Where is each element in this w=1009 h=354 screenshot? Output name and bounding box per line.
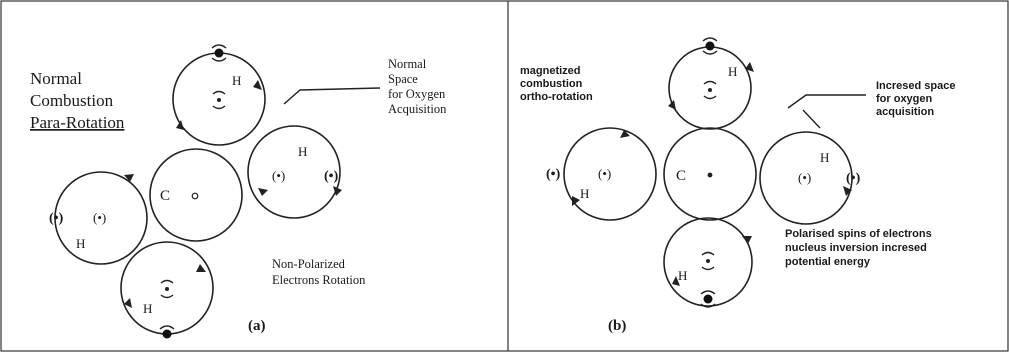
- panel-b: magnetized combustion ortho-rotation Inc…: [520, 37, 956, 334]
- panel-b-space-label-2: for oxygen: [876, 93, 933, 105]
- panel-a-title-line-2: Combustion: [30, 91, 114, 110]
- panel-a-arrow-6: [196, 264, 206, 272]
- panel-a-label: (a): [248, 318, 266, 334]
- svg-text:(•): (•): [272, 168, 285, 183]
- panel-a: Normal Combustion Para-Rotation Normal S…: [30, 44, 447, 339]
- panel-b-bottom-label-1: Polarised spins of electrons: [785, 228, 932, 240]
- panel-a-electron-right: (•): [324, 169, 339, 184]
- panel-a-electron-top: [211, 44, 227, 62]
- panel-b-bottom-label-2: nucleus inversion incresed: [785, 242, 927, 254]
- panel-a-hydrogen-label-bottom: H: [143, 301, 152, 316]
- panel-a-carbon-label: C: [160, 188, 170, 204]
- panel-b-leader-tick: [802, 109, 821, 129]
- panel-b-arrow-6: [742, 236, 752, 244]
- panel-b-title-line-3: ortho-rotation: [520, 91, 593, 103]
- panel-b-space-label-1: Incresed space: [876, 80, 956, 92]
- panel-b-hydrogen-label-right: H: [820, 150, 829, 165]
- panel-b-nucleus-top: [703, 80, 717, 100]
- panel-b-arrow-5: [620, 130, 630, 138]
- panel-a-arrow-1: [253, 80, 262, 90]
- panel-b-title-line-2: combustion: [520, 78, 583, 90]
- panel-b-leader-line: [787, 94, 866, 109]
- panel-b-bottom-label-3: potential energy: [785, 256, 871, 268]
- panel-a-bottom-label-1: Non-Polarized: [272, 257, 346, 271]
- svg-text:(•): (•): [93, 210, 106, 225]
- panel-a-arrow-3: [333, 186, 342, 196]
- panel-a-title-line-3: Para-Rotation: [30, 113, 125, 132]
- panel-a-space-label-4: Acquisition: [388, 102, 447, 116]
- panel-b-electron-top: [702, 37, 718, 55]
- panel-b-label: (b): [608, 318, 626, 334]
- panel-a-electron-left: (•): [49, 211, 64, 226]
- panel-b-electron-right: (•): [846, 171, 861, 186]
- panel-a-nucleus-right: (•): [272, 168, 285, 183]
- panel-b-hydrogen-orbit-bottom: [663, 217, 753, 307]
- panel-a-carbon-orbit: [149, 148, 243, 242]
- svg-text:(•): (•): [324, 169, 339, 184]
- panel-b-carbon-nucleus: [707, 172, 713, 178]
- panel-a-space-label-2: Space: [388, 72, 418, 86]
- panel-a-hydrogen-orbit-right: [247, 125, 341, 219]
- panel-a-space-label-1: Normal: [388, 57, 427, 71]
- panel-b-hydrogen-label-top: H: [728, 64, 737, 79]
- panel-b-arrow-1: [745, 62, 754, 72]
- panel-a-arrow-4: [258, 188, 268, 196]
- panel-b-nucleus-bottom: [701, 251, 715, 271]
- svg-text:(•): (•): [798, 170, 811, 185]
- panel-b-arrow-7: [672, 276, 680, 286]
- panel-b-hydrogen-orbit-left: [563, 127, 657, 221]
- svg-text:(•): (•): [846, 171, 861, 186]
- panel-b-electron-bottom: [700, 290, 716, 308]
- panel-b-arrow-4: [572, 196, 580, 206]
- panel-a-title-line-1: Normal: [30, 69, 82, 88]
- svg-text:(•): (•): [546, 167, 561, 182]
- panel-a-bottom-label-2: Electrons Rotation: [272, 273, 366, 287]
- panel-b-carbon-label: C: [676, 168, 686, 184]
- panel-a-arrow-5: [124, 174, 134, 182]
- panel-a-arrow-7: [124, 298, 132, 308]
- panel-b-arrow-2: [668, 100, 676, 110]
- panel-b-nucleus-left: (•): [598, 166, 611, 181]
- panel-b-arrow-3: [843, 186, 852, 196]
- panel-b-hydrogen-label-left: H: [580, 186, 589, 201]
- panel-a-electron-bottom: [159, 325, 175, 339]
- panel-a-hydrogen-label-left: H: [76, 236, 85, 251]
- panel-a-carbon-nucleus: [191, 192, 199, 200]
- panel-b-hydrogen-orbit-right: [759, 131, 853, 225]
- panel-a-hydrogen-orbit-left: [54, 171, 148, 265]
- panel-a-nucleus-top: [212, 90, 226, 110]
- panel-b-carbon-orbit: [663, 127, 757, 221]
- panel-b-nucleus-right: (•): [798, 170, 811, 185]
- panel-a-leader-line: [283, 87, 381, 105]
- svg-text:(•): (•): [49, 211, 64, 226]
- panel-b-hydrogen-label-bottom: H: [678, 268, 687, 283]
- panel-b-title-line-1: magnetized: [520, 65, 581, 77]
- panel-a-hydrogen-label-top: H: [232, 73, 241, 88]
- panel-b-space-label-3: acquisition: [876, 106, 934, 118]
- panel-a-nucleus-left: (•): [93, 210, 106, 225]
- panel-a-hydrogen-label-right: H: [298, 144, 307, 159]
- panel-a-nucleus-bottom: [160, 279, 174, 299]
- panel-a-space-label-3: for Oxygen: [388, 87, 446, 101]
- panel-b-electron-left: (•): [546, 167, 561, 182]
- panel-a-arrow-2: [176, 120, 184, 130]
- svg-text:(•): (•): [598, 166, 611, 181]
